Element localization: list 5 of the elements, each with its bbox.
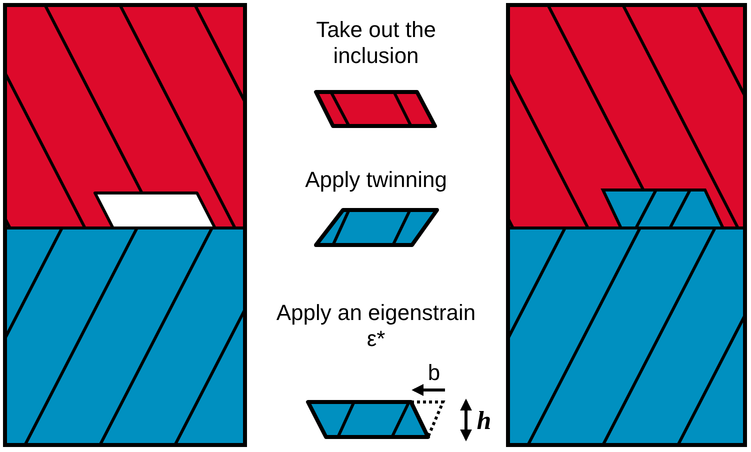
- height-label: h: [476, 408, 492, 434]
- step-label: Apply twinning: [304, 167, 448, 193]
- vector-label: b: [426, 360, 442, 386]
- step-label: Take out the inclusion: [315, 17, 437, 69]
- step-label: Apply an eigenstrain ε*: [276, 300, 476, 352]
